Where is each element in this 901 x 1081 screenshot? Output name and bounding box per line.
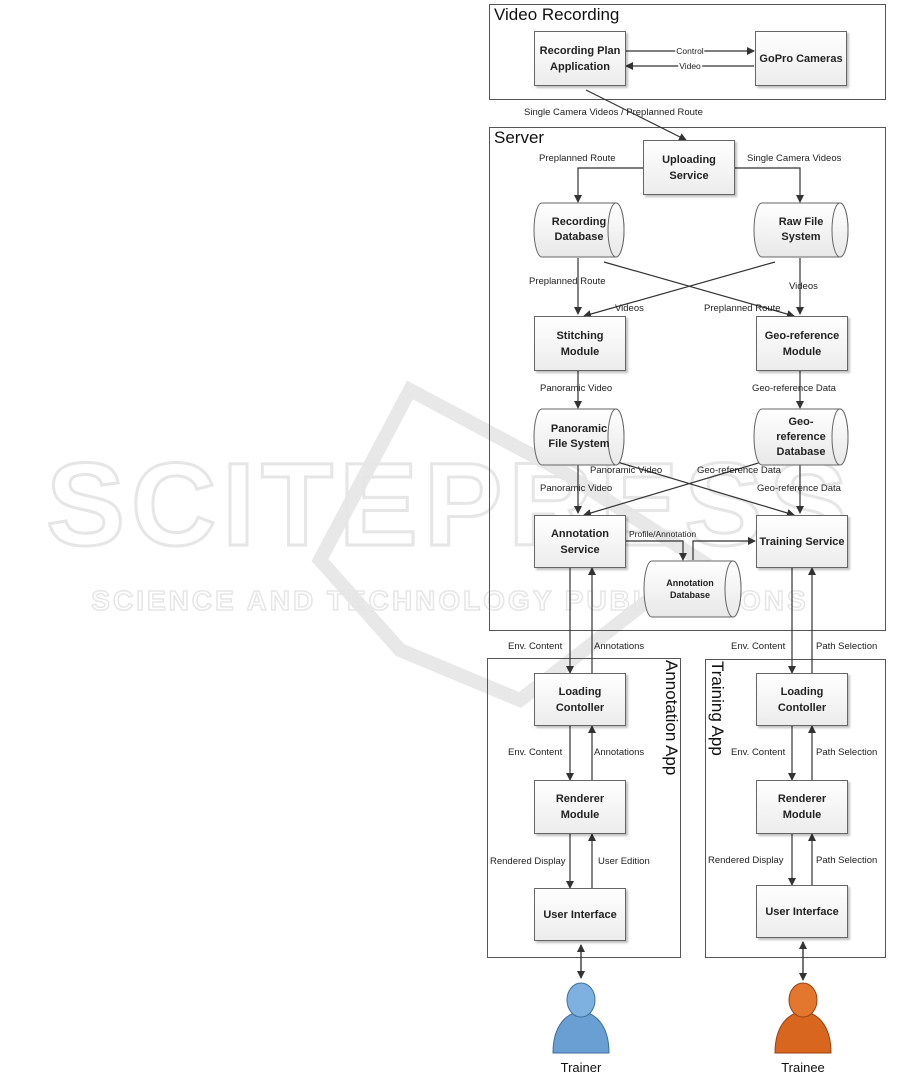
uploading-service: Uploading Service [643,140,735,195]
training-app-frame [705,659,886,958]
panoramic-file-system: Panoramic File System [548,423,610,450]
label-video: Video [678,60,702,72]
label-a-user-edition: User Edition [598,856,650,867]
label-t-path-selection-1: Path Selection [816,641,878,652]
annotation-app-frame [487,658,681,958]
annotation-renderer-module: Renderer Module [534,780,626,834]
label-t-path-selection-3: Path Selection [816,855,878,866]
label-a-env-content-1: Env. Content [508,641,563,652]
annotation-service: Annotation Service [534,515,626,568]
training-service: Training Service [756,515,848,568]
annotation-user-interface: User Interface [534,888,626,941]
training-renderer-module: Renderer Module [756,780,848,834]
edge-upload-raw-fs [735,167,804,203]
annotation-loading-controller: Loading Contoller [534,673,626,726]
server-frame [489,127,886,631]
edge-to-uploading [585,89,687,141]
trainee-icon [774,982,832,1054]
edge-raw-stitching [583,261,776,318]
trainee-label: Trainee [781,1060,825,1075]
trainer-label: Trainer [560,1060,602,1075]
label-a-annotations-2: Annotations [594,747,645,758]
trainer-icon [552,982,610,1054]
label-panoramic-video-1: Panoramic Video [540,383,613,394]
recording-plan-application: Recording Plan Application [534,31,626,86]
label-single-preplanned: Single Camera Videos / Preplanned Route [524,107,703,118]
training-user-interface: User Interface [756,885,848,938]
label-profile-annotation: Profile/Annotation [629,529,697,539]
label-preplanned-route-1: Preplanned Route [539,153,616,164]
georef-database: Geo-reference Database [776,415,826,458]
label-preplanned-route-3: Preplanned Route [704,303,781,314]
label-preplanned-route-2: Preplanned Route [529,276,606,287]
label-a-annotations-1: Annotations [594,641,645,652]
label-videos-1: Videos [615,303,644,314]
georef-module: Geo-reference Module [756,316,848,371]
svg-text:SCITEPRESS: SCITEPRESS [46,439,854,571]
edge-annotation-annotationdb [626,540,687,561]
label-georef-data-2: Geo-reference Data [697,465,781,476]
label-a-rendered-display: Rendered Display [490,856,566,867]
video-recording-title: Video Recording [494,5,620,24]
label-panoramic-video-3: Panoramic Video [540,483,613,494]
gopro-cameras: GoPro Cameras [755,31,847,86]
edge-upload-recording-db [574,167,643,203]
label-panoramic-video-2: Panoramic Video [590,465,663,476]
edge-panoramic-training [603,457,795,517]
recording-database: Recording Database [551,216,607,243]
edge-recording-georef [603,261,795,318]
label-t-path-selection-2: Path Selection [816,747,878,758]
training-loading-controller: Loading Contoller [756,673,848,726]
label-single-camera-videos: Single Camera Videos [747,153,842,164]
label-t-env-content-2: Env. Content [731,747,786,758]
annotation-database: Annotation Database [666,578,714,600]
raw-file-system: Raw File System [778,216,824,243]
label-t-rendered-display: Rendered Display [708,855,784,866]
label-control: Control [675,45,705,57]
label-a-env-content-2: Env. Content [508,747,563,758]
label-videos-2: Videos [789,281,818,292]
edge-georef-annotation [583,457,776,517]
edge-annotationdb-training [692,537,756,560]
label-georef-data-1: Geo-reference Data [752,383,836,394]
label-georef-data-3: Geo-reference Data [757,483,841,494]
stitching-module: Stitching Module [534,316,626,371]
label-t-env-content-1: Env. Content [731,641,786,652]
video-recording-frame [489,4,886,100]
server-title: Server [494,128,545,147]
